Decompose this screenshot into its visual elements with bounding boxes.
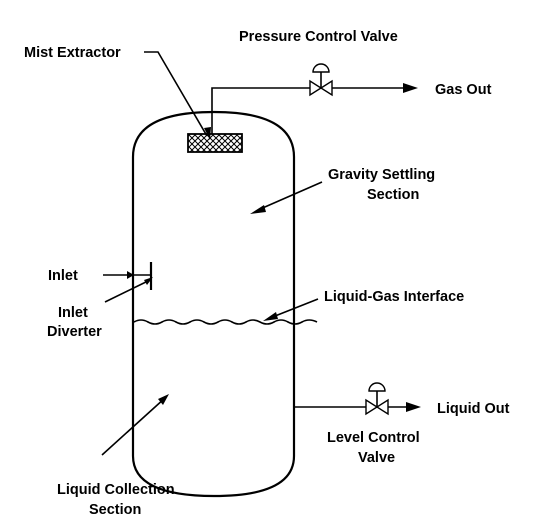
mist-extractor-leader-arrowhead: [204, 127, 211, 140]
gravity-settling-leader-arrowhead: [250, 205, 266, 214]
liquid-gas-interface-line: [133, 319, 318, 325]
liquid-collection-leader: [101, 397, 166, 456]
liquid-gas-interface-label: Liquid-Gas Interface: [324, 289, 464, 305]
gas-outlet-pipe: [211, 87, 310, 134]
inlet-diverter-label-line1: Inlet: [58, 305, 88, 321]
inlet-arrowhead: [127, 271, 134, 279]
level-control-valve-icon: [365, 382, 389, 416]
pressure-control-valve-label: Pressure Control Valve: [239, 29, 398, 45]
gravity-settling-label-line2: Section: [367, 187, 419, 203]
liquid-collection-label-line1: Liquid Collection: [57, 482, 175, 498]
gravity-settling-label-line1: Gravity Settling: [328, 167, 435, 183]
vessel-shell: [131, 110, 296, 498]
mist-extractor-pad: [187, 133, 243, 153]
liquid-gas-interface-leader-arrowhead: [263, 312, 278, 321]
liquid-gas-interface-leader: [269, 298, 319, 319]
inlet-label: Inlet: [48, 268, 78, 284]
inlet-diverter-leader-arrowhead: [144, 277, 153, 285]
liquid-out-arrowhead: [406, 402, 421, 412]
liquid-collection-leader-arrowhead: [158, 394, 169, 405]
inlet-diverter-leader: [104, 279, 151, 303]
level-control-valve-label-line1: Level Control: [327, 430, 420, 446]
gravity-settling-leader: [257, 181, 323, 211]
inlet-diverter-label-line2: Diverter: [47, 324, 102, 340]
mist-extractor-leader: [144, 51, 208, 137]
level-control-valve-label-line2: Valve: [358, 450, 395, 466]
liquid-collection-label-line2: Section: [89, 502, 141, 518]
gas-out-label: Gas Out: [435, 82, 492, 98]
liquid-out-label: Liquid Out: [437, 401, 510, 417]
mist-extractor-label: Mist Extractor: [24, 45, 121, 61]
gas-out-arrowhead: [403, 83, 418, 93]
pressure-control-valve-icon: [309, 63, 333, 97]
